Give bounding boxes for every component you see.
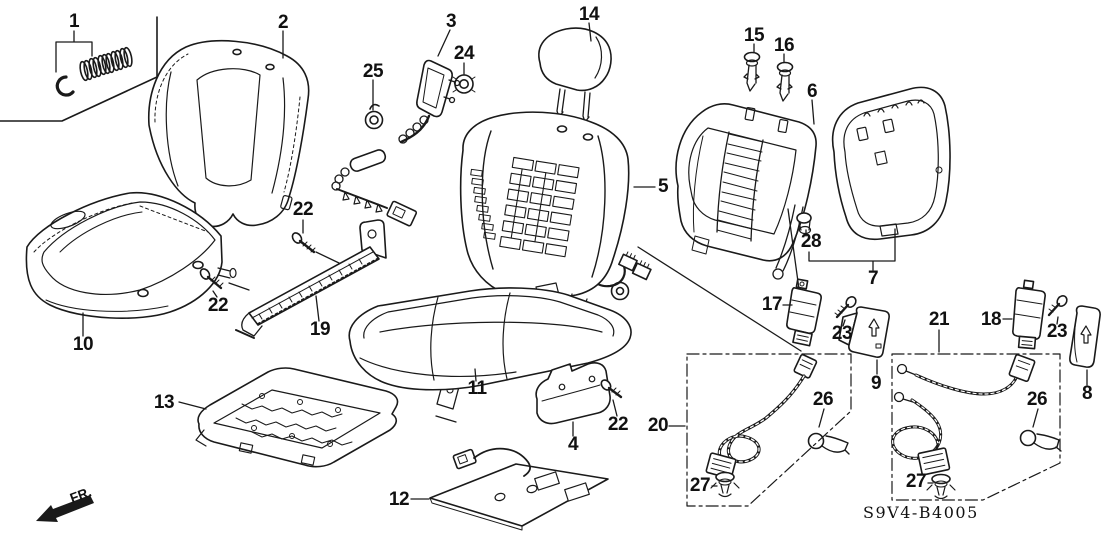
callout-11-17: 11 [467,378,487,399]
callout-21-27: 21 [928,309,950,330]
part-18-switch [1012,279,1046,350]
callout-14-5: 14 [578,4,600,25]
callout-26-31: 26 [1026,389,1048,410]
leader-lines [55,22,1088,500]
callout-18-28: 18 [980,309,1002,330]
fastener-27-right [926,473,956,500]
screw-22-lower [199,268,224,290]
part-3-module-harness [331,59,461,227]
screw-22-trim [600,379,623,399]
part-5-seat-back-pad [459,111,630,316]
part-8-switch-cover [1069,305,1101,368]
callout-10-15: 10 [72,334,94,355]
part-1-clip-and-coil [55,46,133,97]
callout-8-30: 8 [1081,383,1093,404]
callout-1-0: 1 [68,11,80,32]
part-15-pin [743,51,761,92]
clip-26-left [807,432,850,455]
callout-12-20: 12 [388,489,410,510]
part-9-switch-garnish [838,306,890,358]
part-21-harness [891,354,1036,476]
group-box-21 [891,353,1061,501]
callout-5-9: 5 [657,176,669,197]
callout-27-32: 27 [905,471,927,492]
callout-25-4: 25 [362,61,384,82]
part-code: S9V4-B4005 [863,503,979,522]
part-12-heater-sheet [429,447,609,531]
part-11-cushion-pad [348,287,632,391]
callout-27-26: 27 [689,475,711,496]
part-2-seat-back-cover [147,40,310,228]
callout-22-18: 22 [607,414,629,435]
screw-23-left [834,296,857,319]
callout-9-24: 9 [870,373,882,394]
screw-22-upper [291,232,316,254]
callout-22-13: 22 [207,295,229,316]
part-24-nut [452,74,476,94]
callout-26-25: 26 [812,389,834,410]
callout-23-29: 23 [1046,321,1068,342]
callout-24-3: 24 [453,43,475,64]
callout-28-10: 28 [800,231,822,252]
part-19-seat-rail [235,219,387,339]
callout-22-12: 22 [292,199,314,220]
part-10-cushion-cover [25,191,237,319]
part-20-harness [705,353,818,480]
part-14-headrest [538,27,612,123]
fr-arrow: FR. [36,484,94,522]
fastener-27-left [710,471,740,498]
part-1-border [0,16,158,122]
part-7-back-panel [831,86,951,241]
callout-7-11: 7 [867,268,879,289]
part-13-cushion-frame [195,367,461,468]
callout-3-2: 3 [445,11,457,32]
callout-20-21: 20 [647,415,669,436]
callout-4-19: 4 [567,434,579,455]
callout-2-1: 2 [277,12,289,33]
screw-23-right [1047,295,1068,317]
fr-arrow-label: FR. [68,484,94,506]
part-25-grommet [364,103,384,130]
part-16-pin [776,61,794,102]
callout-17-22: 17 [761,294,783,315]
callout-19-14: 19 [309,319,331,340]
part-4-trim-panel [535,362,611,425]
callout-23-23: 23 [831,323,853,344]
part-17-switch [786,278,822,347]
callout-15-6: 15 [743,25,765,46]
callout-16-7: 16 [773,35,795,56]
group-box-20 [686,353,852,507]
part-28-nut [796,212,812,235]
callout-13-16: 13 [153,392,175,413]
clip-26-right [1019,429,1062,452]
callout-6-8: 6 [806,81,818,102]
part-6-seat-back-frame [675,103,817,280]
